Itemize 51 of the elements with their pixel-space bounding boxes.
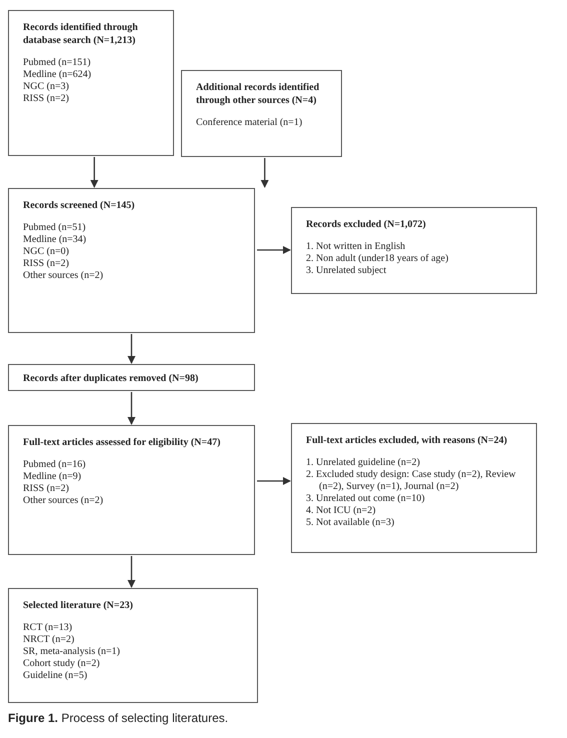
list-item: 4. Not ICU (n=2): [306, 505, 377, 517]
list-item: 3. Unrelated out come (n=10): [306, 493, 426, 505]
list-item: RISS (n=2): [23, 93, 70, 105]
list-item: Medline (n=34): [23, 234, 88, 246]
box-heading: Records identified through database search (N=1,213): [23, 21, 139, 47]
list-item: 1. Unrelated guideline (n=2): [306, 457, 421, 469]
box-heading: Full-text articles assessed for eligibility (N=47): [23, 436, 222, 449]
list-item: Pubmed (n=151): [23, 57, 92, 69]
list-item: 3. Unrelated subject: [306, 265, 388, 277]
list-item: Medline (n=624): [23, 69, 92, 81]
figure-caption: Figure 1. Process of selecting literatures.: [8, 711, 228, 725]
arrow: [128, 334, 136, 364]
list-item: Guideline (n=5): [23, 670, 88, 682]
list-item: Conference material (n=1): [196, 117, 304, 129]
list-item: 2. Excluded study design: Case study (n=2), Review (n=2), Survey (n=1), Journal (n=2): [306, 469, 517, 493]
list-item: 5. Not available (n=3): [306, 517, 396, 529]
list-item: Pubmed (n=16): [23, 459, 87, 471]
list-item: Other sources (n=2): [23, 270, 104, 282]
arrow: [257, 477, 291, 485]
result-box: [8, 588, 258, 703]
process-box: [8, 188, 255, 333]
list-item: RISS (n=2): [23, 258, 70, 270]
arrow: [90, 157, 98, 188]
list-item: NGC (n=0): [23, 246, 70, 258]
process-box: [8, 10, 174, 156]
box-heading: Records after duplicates removed (N=98): [23, 372, 200, 385]
list-item: NRCT (n=2): [23, 634, 76, 646]
list-item: Medline (n=9): [23, 471, 82, 483]
list-item: SR, meta-analysis (n=1): [23, 646, 122, 658]
arrow: [257, 246, 291, 254]
list-item: Cohort study (n=2): [23, 658, 101, 670]
process-box: [8, 425, 255, 555]
box-heading: Selected literature (N=23): [23, 599, 134, 612]
process-box: [181, 70, 342, 157]
arrow: [128, 556, 136, 588]
list-item: 2. Non adult (under18 years of age): [306, 253, 450, 265]
arrow: [260, 158, 269, 188]
exclusion-box: [291, 423, 537, 553]
box-heading: Full-text articles excluded, with reasons (N=24): [306, 434, 508, 447]
box-heading: Additional records identified through other sources (N=4): [196, 81, 320, 107]
list-item: 1. Not written in English: [306, 241, 406, 253]
arrow: [128, 392, 136, 425]
exclusion-box: [291, 207, 537, 294]
box-heading: Records excluded (N=1,072): [306, 218, 427, 231]
process-box: [8, 364, 255, 391]
list-item: Pubmed (n=51): [23, 222, 87, 234]
list-item: Other sources (n=2): [23, 495, 104, 507]
list-item: RISS (n=2): [23, 483, 70, 495]
list-item: NGC (n=3): [23, 81, 70, 93]
list-item: RCT (n=13): [23, 622, 74, 634]
box-heading: Records screened (N=145): [23, 199, 136, 212]
